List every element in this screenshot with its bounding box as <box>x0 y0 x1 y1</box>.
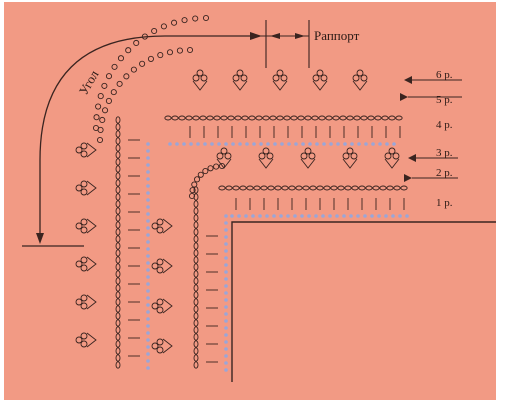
repeat-arrow-right <box>295 33 305 39</box>
row-3-text: 3 р. <box>436 147 453 159</box>
row-label-1: 1 р. <box>436 197 453 209</box>
row-6-arrow <box>404 76 412 84</box>
corner-arrow-head-bottom <box>36 233 44 244</box>
fabric-corner-edge <box>231 221 496 382</box>
crochet-pattern <box>75 14 409 372</box>
row-label-5: 5 р. <box>400 93 462 106</box>
row-label-2: 2 р. <box>404 167 458 182</box>
row-2-text: 2 р. <box>436 167 453 179</box>
row-label-6: 6 р. <box>404 69 462 84</box>
row-4-text: 4 р. <box>436 119 453 131</box>
repeat-label: Раппорт <box>314 28 360 43</box>
row-label-3: 3 р. <box>408 147 458 162</box>
row-3-arrow <box>408 154 416 162</box>
row-5-text: 5 р. <box>436 94 453 106</box>
corner-arrow-line <box>39 35 255 236</box>
row-6-text: 6 р. <box>436 69 453 81</box>
row-5-arrow <box>400 93 408 101</box>
row-1-text: 1 р. <box>436 197 453 209</box>
row-label-4: 4 р. <box>436 119 453 131</box>
repeat-arrow-left <box>270 33 280 39</box>
row-2-arrow <box>404 174 412 182</box>
